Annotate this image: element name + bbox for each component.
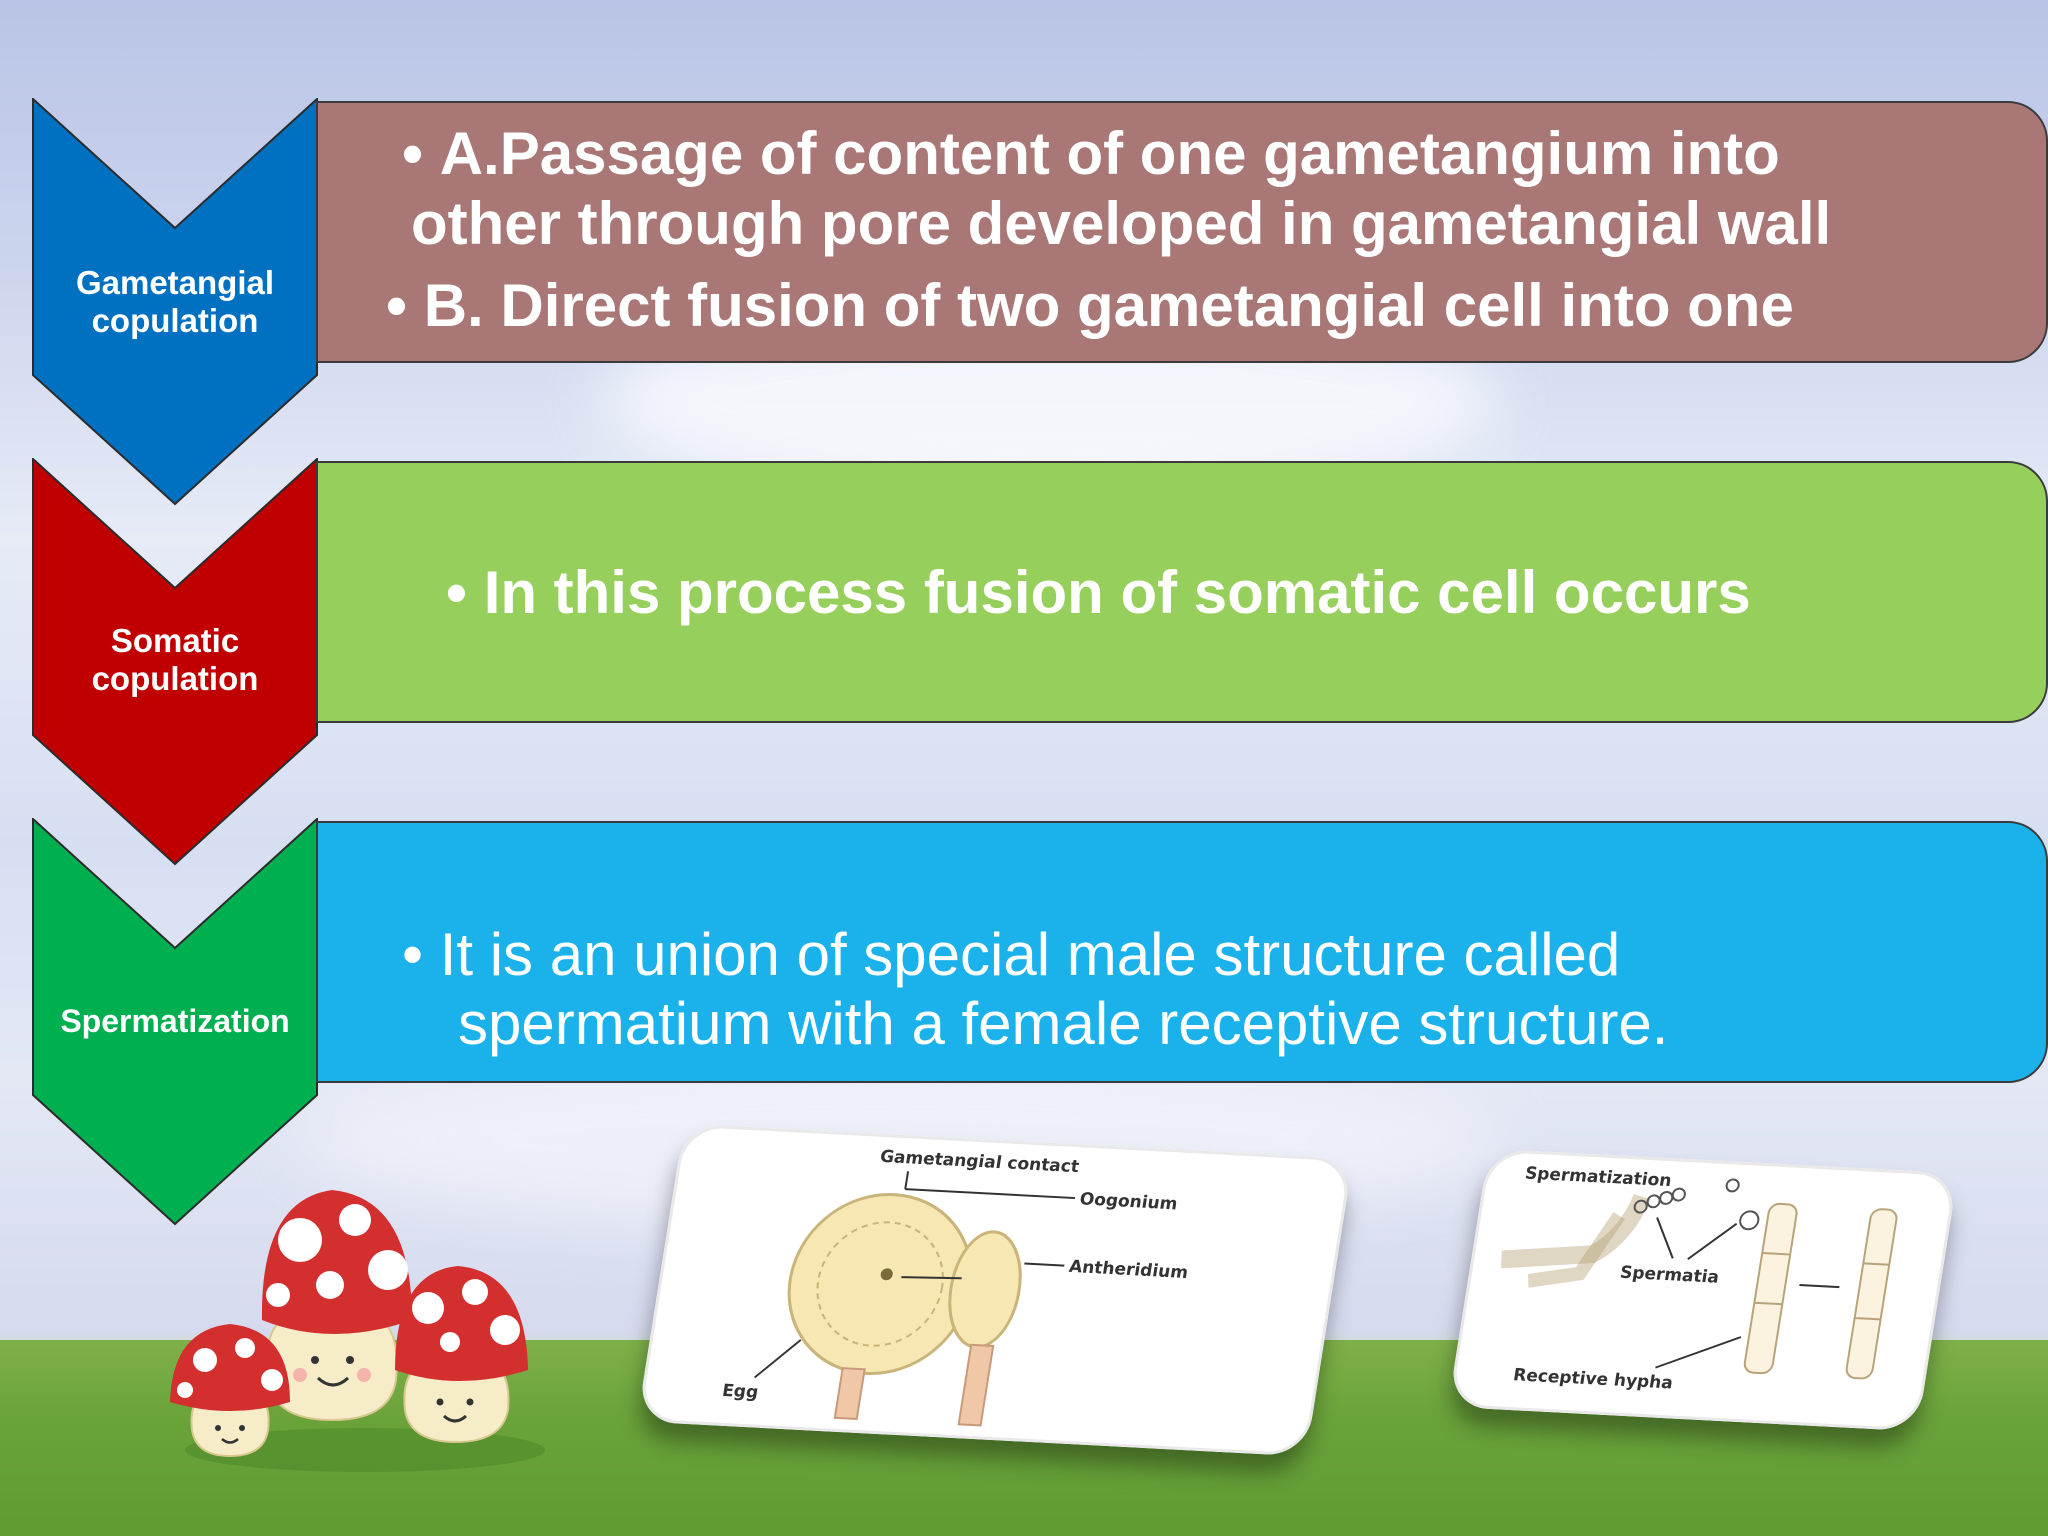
label-egg: Egg <box>721 1381 760 1403</box>
content-band-somatic: • In this process fusion of somatic cell… <box>316 461 2048 723</box>
bullet-item: • B. Direct fusion of two gametangial ce… <box>386 272 1794 339</box>
content-band-gametangial: • A.Passage of content of one gametangiu… <box>316 101 2048 363</box>
step-label-spermatization: Spermatization <box>60 1003 290 1039</box>
figure-title: Gametangial contact <box>879 1147 1081 1177</box>
bullet-item: • It is an union of special male structu… <box>402 921 1621 988</box>
chevron-somatic <box>32 458 318 866</box>
bullet-continuation: other through pore developed in gametang… <box>411 190 1832 257</box>
figure-title: Spermatization <box>1524 1164 1673 1191</box>
figure-spermatization: Spermatization Spermatia Receptive hypha <box>1447 1148 1959 1432</box>
step-label-somatic: Somatic copulation <box>91 622 259 697</box>
chevron-spermatization <box>32 818 318 1226</box>
label-oogonium: Oogonium <box>1078 1189 1179 1214</box>
label-receptive-hypha: Receptive hypha <box>1512 1365 1675 1393</box>
mushrooms-illustration <box>170 1190 545 1472</box>
bullet-item: • In this process fusion of somatic cell… <box>446 559 1751 626</box>
label-spermatia: Spermatia <box>1619 1263 1721 1288</box>
bullet-item: • A.Passage of content of one gametangiu… <box>402 120 1780 187</box>
step-label-gametangial: Gametangial copulation <box>75 264 275 339</box>
figure-gametangial-contact: Gametangial contact Oogonium Antheridium… <box>636 1123 1354 1457</box>
bullet-continuation: spermatium with a female receptive struc… <box>458 990 1669 1057</box>
content-band-spermatization: • It is an union of special male structu… <box>316 821 2048 1083</box>
chevron-gametangial <box>32 98 318 506</box>
label-antheridium: Antheridium <box>1068 1257 1190 1283</box>
